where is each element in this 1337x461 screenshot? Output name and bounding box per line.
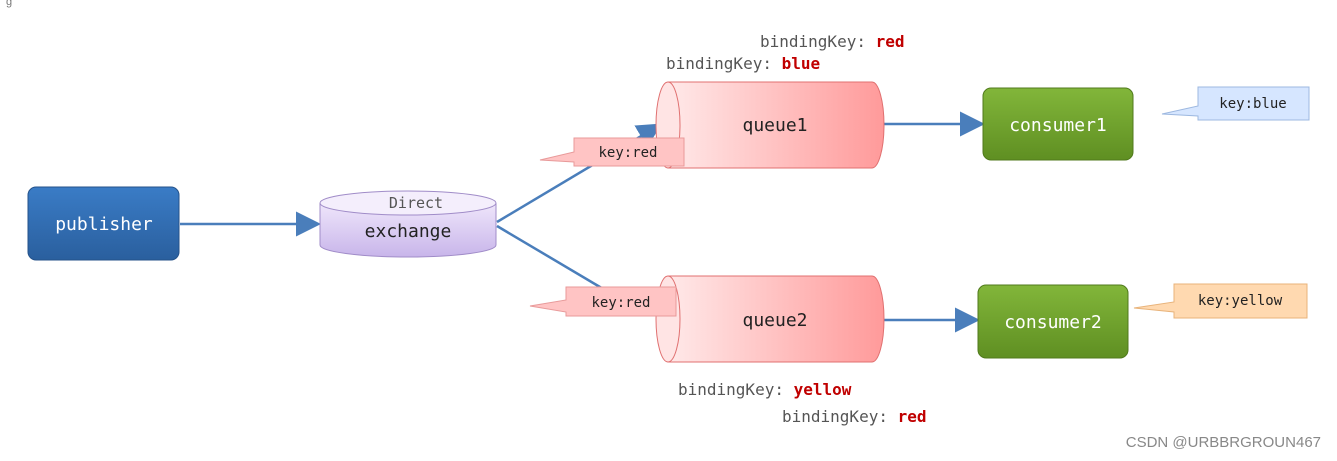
watermark: CSDN @URBBRGROUN467 xyxy=(1125,434,1321,451)
consumer2-node: consumer2 xyxy=(977,284,1129,359)
consumer2-key-bubble: key:yellow xyxy=(1133,283,1308,319)
consumer1-key-label: key:blue xyxy=(1219,96,1286,112)
binding-key-value: red xyxy=(875,32,905,51)
binding-key-prefix: bindingKey: xyxy=(760,32,876,51)
consumer1-label: consumer1 xyxy=(1009,115,1107,136)
binding-key-value: blue xyxy=(781,54,821,73)
corner-text: g xyxy=(6,0,13,8)
binding-key-prefix: bindingKey: xyxy=(782,407,898,426)
queue2-binding-key-yellow: bindingKey: yellow xyxy=(678,380,851,399)
exchange-type-label: Direct xyxy=(389,194,443,212)
binding-key-value: red xyxy=(897,407,927,426)
exchange-node: Direct exchange xyxy=(319,190,497,258)
binding-key-prefix: bindingKey: xyxy=(678,380,794,399)
route-key-bubble-2: key:red xyxy=(529,286,677,317)
binding-key-value: yellow xyxy=(793,380,852,399)
queue2-node: queue2 xyxy=(655,275,885,363)
binding-key-prefix: bindingKey: xyxy=(666,54,782,73)
consumer2-key-label: key:yellow xyxy=(1198,293,1283,309)
queue1-node: queue1 xyxy=(655,81,885,169)
queue2-label: queue2 xyxy=(742,310,807,331)
consumer1-node: consumer1 xyxy=(982,87,1134,161)
route-key-2-label: key:red xyxy=(591,295,650,311)
queue1-binding-key-red: bindingKey: red xyxy=(760,32,905,51)
queue1-label: queue1 xyxy=(742,115,807,136)
exchange-label: exchange xyxy=(365,221,452,242)
route-key-1-label: key:red xyxy=(598,145,657,161)
arrow-exchange-queue2 xyxy=(496,224,606,292)
publisher-node: publisher xyxy=(27,186,180,261)
consumer1-key-bubble: key:blue xyxy=(1161,86,1310,121)
queue2-binding-key-red: bindingKey: red xyxy=(782,407,927,426)
route-key-bubble-1: key:red xyxy=(539,137,685,167)
publisher-label: publisher xyxy=(55,214,153,235)
consumer2-label: consumer2 xyxy=(1004,312,1102,333)
queue1-binding-key-blue: bindingKey: blue xyxy=(666,54,820,73)
